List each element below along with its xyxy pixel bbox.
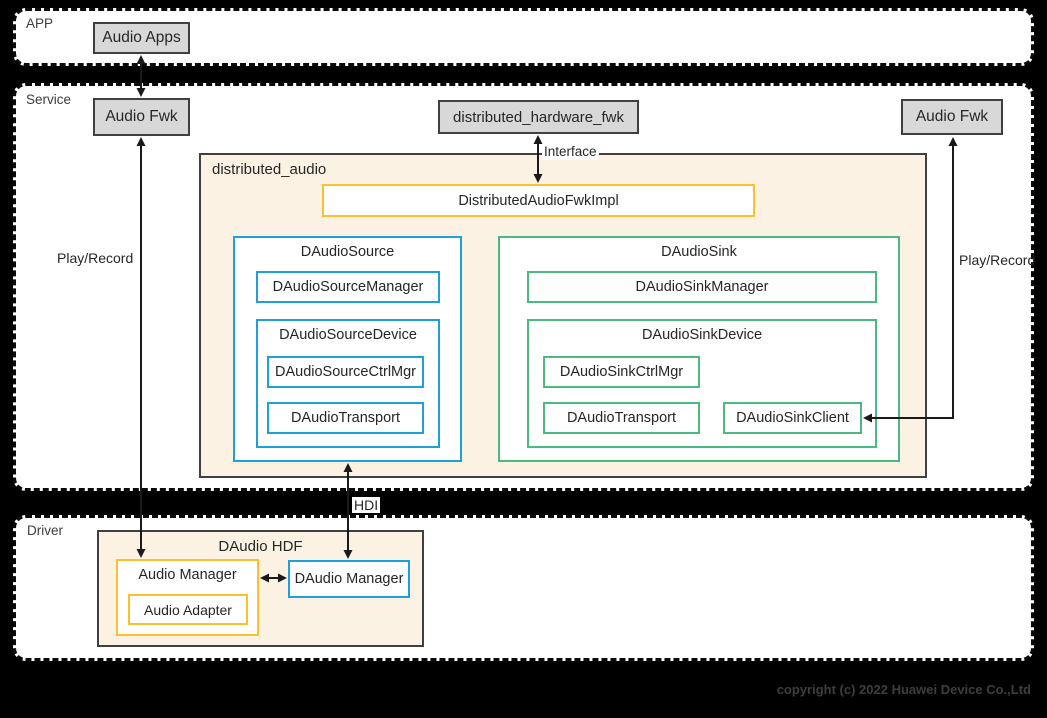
edge-label-play-record-right: Play/Record: [959, 252, 1036, 268]
box-daudio-sink-client: DAudioSinkClient: [723, 402, 862, 434]
box-audio-adapter: Audio Adapter: [128, 594, 248, 625]
section-app-label: APP: [26, 16, 54, 31]
panel-distributed-audio-title: distributed_audio: [212, 161, 327, 178]
box-daudio-transport-sink: DAudioTransport: [543, 402, 700, 434]
box-audio-fwk-left: Audio Fwk: [93, 98, 190, 136]
section-driver-label: Driver: [27, 523, 63, 538]
box-audio-apps: Audio Apps: [93, 22, 190, 54]
group-daudio-source-device-title: DAudioSourceDevice: [279, 327, 417, 343]
box-audio-fwk-right: Audio Fwk: [901, 99, 1003, 135]
edge-label-play-record-left: Play/Record: [57, 250, 134, 266]
copyright-watermark: copyright (c) 2022 Huawei Device Co.,Ltd: [776, 682, 1031, 697]
box-distributed-hardware-fwk: distributed_hardware_fwk: [438, 100, 639, 134]
group-daudio-source-title: DAudioSource: [300, 244, 395, 260]
edge-label-hdi: HDI: [352, 497, 381, 513]
group-daudio-sink-title: DAudioSink: [661, 244, 737, 260]
box-daudio-manager: DAudio Manager: [288, 560, 410, 598]
box-daudio-sink-ctrl-mgr: DAudioSinkCtrlMgr: [543, 356, 700, 388]
box-distributed-audio-fwk-impl: DistributedAudioFwkImpl: [322, 184, 755, 217]
box-daudio-sink-manager: DAudioSinkManager: [527, 271, 877, 303]
panel-daudio-hdf-title: DAudio HDF: [218, 538, 303, 555]
edge-label-interface: Interface: [542, 144, 599, 160]
box-daudio-source-manager: DAudioSourceManager: [256, 271, 440, 303]
box-daudio-source-ctrl-mgr: DAudioSourceCtrlMgr: [267, 356, 424, 388]
group-daudio-sink-device-title: DAudioSinkDevice: [641, 327, 763, 343]
group-audio-manager-title: Audio Manager: [138, 567, 237, 583]
section-service-label: Service: [26, 92, 72, 107]
box-daudio-transport-source: DAudioTransport: [267, 402, 424, 434]
